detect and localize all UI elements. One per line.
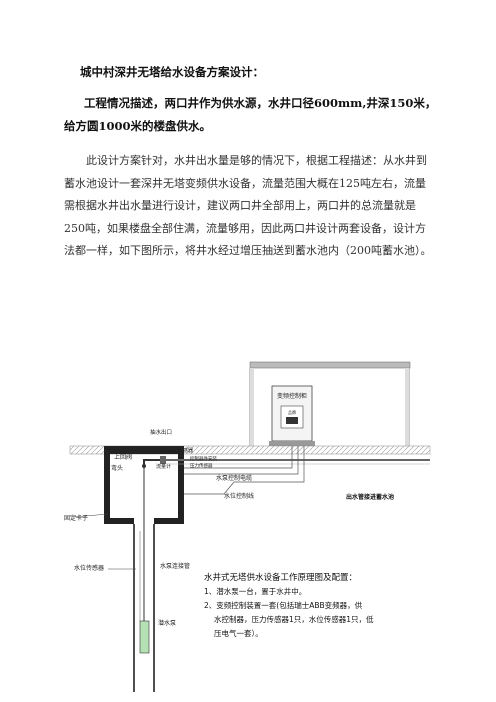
well-chamber	[104, 446, 184, 524]
water-supply-schematic: 变频控制柜 品牌	[64, 361, 431, 692]
control-cabinet: 变频控制柜 品牌	[269, 385, 315, 446]
caption-item-2c: 压电气一套）。	[214, 628, 263, 638]
caption-item-2b: 水控制器，压力传感器1只，水位传感器1只，低	[214, 614, 374, 624]
outlet-pipe-label: 出水管接进蓄水池	[346, 493, 394, 501]
flow-pipe-label: 流量计	[156, 463, 171, 470]
pressure-sensor-label: 压力传感器	[168, 447, 193, 454]
control-cables	[184, 446, 305, 495]
caption-item-2a: 2、变频控制装置一套(包括瑞士ABB变频器，供	[204, 600, 363, 610]
clamp-label: 固定卡子	[64, 514, 88, 522]
caption-item-1: 1、潜水泵一台，置于水井中。	[204, 586, 306, 596]
ground-layer	[69, 445, 431, 455]
cabinet-shelter	[249, 361, 411, 446]
system-diagram: 变频控制柜 品牌	[64, 356, 436, 696]
level-sensor-label: 水位传感器	[74, 564, 104, 572]
pressure-gauge-label: 压力传感器	[190, 462, 213, 469]
caption-title: 水井式无塔供水设备工作原理图及配置：	[204, 572, 357, 583]
pump-pipe-label: 水泵连接管	[160, 562, 190, 570]
document-title: 城中村深井无塔给水设备方案设计：	[80, 65, 264, 79]
well-casing	[133, 466, 155, 692]
diagram-caption: 水井式无塔供水设备工作原理图及配置： 1、潜水泵一台，置于水井中。 2、变频控制…	[204, 572, 374, 638]
project-description: 工程情况描述，两口井作为供水源，水井口径600mm,井深150米，给方圆1000…	[64, 96, 437, 133]
pump-cable-label: 水泵控制电缆	[216, 474, 252, 482]
control-cabinet-label: 变频控制柜	[277, 392, 307, 400]
cabinet-brand-label: 品牌	[288, 409, 296, 415]
level-cable-label: 水位控制线	[224, 492, 254, 500]
pump-label: 潜水泵	[158, 619, 176, 627]
wellhead-fittings	[142, 456, 166, 468]
design-paragraph: 此设计方案针对，水井出水量是够的情况下，根据工程描述：从水井到蓄水池设计一套深井…	[64, 154, 432, 257]
upper-check-label: 上回阀	[114, 453, 132, 461]
submersible-pump	[139, 620, 150, 654]
top-note-label: 抽水出口	[150, 428, 172, 436]
wellhead-label: 弯头	[111, 464, 123, 472]
small-note-label: 控制器件安装	[190, 455, 217, 462]
